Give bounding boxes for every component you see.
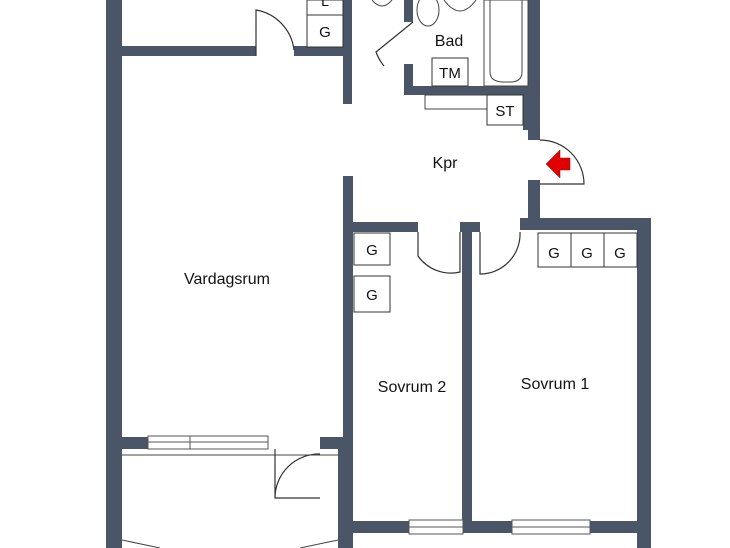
wall-right-outer bbox=[637, 218, 651, 548]
st-shelf bbox=[424, 94, 488, 110]
balcony bbox=[121, 454, 339, 548]
cabinet-sov2-g2 bbox=[353, 275, 391, 313]
bathroom-fixtures bbox=[371, 0, 529, 110]
wall-bath-left-lower bbox=[404, 64, 413, 95]
wall-bottom-mid bbox=[462, 521, 512, 533]
wall-living-top-left bbox=[106, 46, 256, 56]
wall-corridor-right-upper bbox=[528, 0, 540, 140]
cabinet-hall-g bbox=[306, 14, 344, 48]
cabinet-hall-g-label: G bbox=[319, 24, 331, 41]
wall-bottom-sovrum2 bbox=[343, 521, 409, 533]
sink bbox=[443, 0, 477, 12]
cabinet-top-partial-label: L bbox=[321, 0, 329, 9]
cabinet-sov1-g3-label: G bbox=[614, 245, 626, 262]
wall-left-outer bbox=[106, 0, 122, 548]
door-balcony bbox=[274, 449, 321, 499]
cabinet-sov2-g2-label: G bbox=[366, 287, 378, 304]
wall-bath-left bbox=[404, 0, 413, 22]
wall-bottom-sovrum1 bbox=[590, 521, 651, 533]
toilet bbox=[416, 0, 440, 27]
walls bbox=[106, 0, 651, 548]
wall-living-top-right bbox=[294, 46, 352, 56]
windows bbox=[147, 435, 591, 535]
door-bathroom bbox=[375, 21, 414, 67]
wall-living-bottom-right bbox=[320, 437, 353, 449]
cabinet-sov1-g1 bbox=[537, 232, 572, 268]
labels: L G Bad TM ST Kpr Vardagsrum G G Sovrum … bbox=[184, 0, 626, 396]
room-label-bad: Bad bbox=[435, 33, 463, 50]
wall-corridor-right-lower bbox=[528, 180, 540, 230]
door-sovrum1 bbox=[479, 231, 521, 275]
wall-living-right bbox=[343, 176, 353, 448]
cabinet-sov2-g1 bbox=[353, 232, 391, 266]
wall-bath-bottom bbox=[404, 86, 528, 95]
wall-living-bottom-left bbox=[106, 437, 148, 449]
room-label-sovrum2: Sovrum 2 bbox=[378, 379, 447, 396]
wall-lower-vertical bbox=[338, 449, 353, 548]
room-label-kpr: Kpr bbox=[433, 155, 459, 172]
cabinet-tm-label: TM bbox=[439, 65, 461, 82]
wall-closet-upper bbox=[343, 0, 352, 104]
cabinet-tm bbox=[431, 57, 469, 87]
cabinet-sov2-g1-label: G bbox=[366, 242, 378, 259]
wall-st-right bbox=[523, 86, 528, 130]
cabinet-sov1-g3 bbox=[603, 232, 638, 268]
door-living bbox=[255, 9, 295, 56]
wall-sovrum2-top bbox=[343, 222, 418, 232]
door-sovrum2 bbox=[417, 232, 461, 274]
cabinets bbox=[306, 0, 638, 313]
bathtub bbox=[483, 0, 529, 87]
room-label-vardagsrum: Vardagsrum bbox=[184, 271, 270, 288]
wall-bedroom-divider bbox=[462, 222, 472, 524]
cabinet-st bbox=[486, 94, 524, 126]
wall-sovrum1-top bbox=[520, 218, 651, 230]
cabinet-sov1-g2-label: G bbox=[581, 245, 593, 262]
door-entrance bbox=[539, 139, 585, 185]
room-label-sovrum1: Sovrum 1 bbox=[521, 376, 590, 393]
cabinet-sov1-g1-label: G bbox=[548, 245, 560, 262]
entrance-arrow-icon bbox=[545, 149, 571, 179]
cabinet-st-label: ST bbox=[495, 103, 514, 120]
cabinet-sov1-g2 bbox=[570, 232, 605, 268]
